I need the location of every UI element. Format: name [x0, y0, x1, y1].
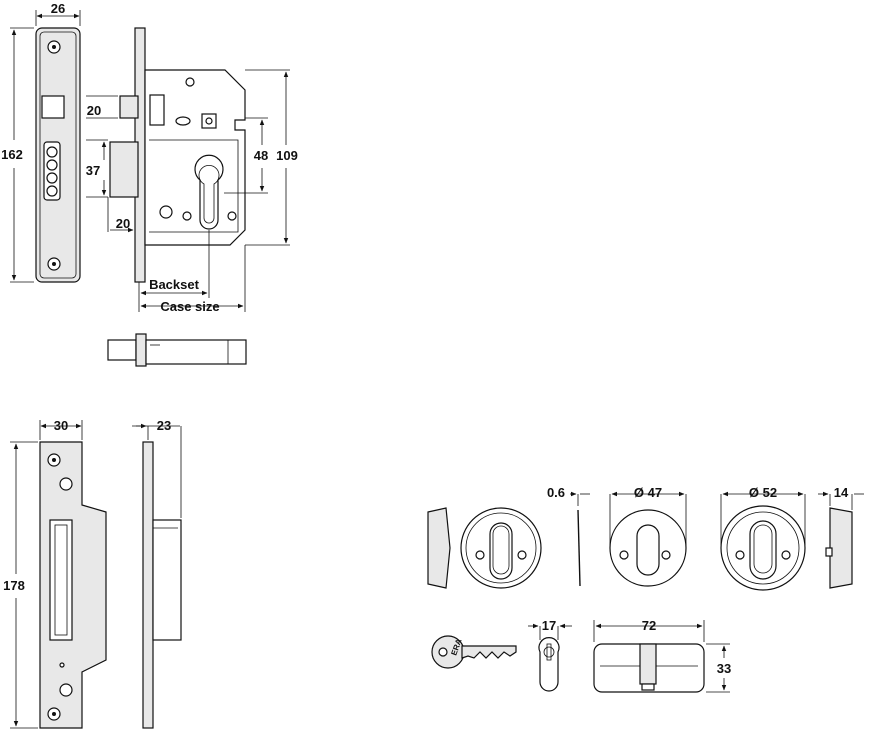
strike-height-label: 178 [3, 578, 25, 593]
lock-case-height-label: 109 [276, 148, 298, 163]
cylinder-end-view [528, 623, 572, 692]
strike-depth-label: 23 [157, 418, 171, 433]
lock-lower-offset-label: 20 [116, 216, 130, 231]
lock-latch-height-label: 37 [86, 163, 100, 178]
escutcheon-side-left [427, 507, 451, 589]
lock-faceplate-width-label: 26 [51, 1, 65, 16]
cylinder-width-label: 17 [542, 618, 556, 633]
escutcheon-depth-label: 14 [834, 485, 849, 500]
cylinder-height-label: 33 [717, 661, 731, 676]
escutcheon-diameter-large-label: Ø 52 [749, 485, 777, 500]
backset-label: Backset [149, 277, 200, 292]
cylinder-side-view [593, 620, 730, 693]
strike-width-label: 30 [54, 418, 68, 433]
lock-bolt-offset-label: 20 [87, 103, 101, 118]
escutcheon-front-1 [460, 507, 542, 589]
escutcheon-diameter-small-label: Ø 47 [634, 485, 662, 500]
strike-plate [10, 420, 107, 729]
case-size-label: Case size [160, 299, 219, 314]
lock-top-view [107, 333, 247, 367]
lock-case [86, 27, 290, 312]
strike-side-view [132, 423, 182, 729]
lock-centres-label: 48 [254, 148, 268, 163]
escutcheon-plate-thin [570, 491, 590, 587]
escutcheon-front-3 [720, 491, 806, 591]
escutcheon-thickness-label: 0.6 [547, 485, 565, 500]
cylinder-length-label: 72 [642, 618, 656, 633]
key [431, 635, 517, 669]
lock-faceplate-height-label: 162 [1, 147, 23, 162]
escutcheon-side-right [818, 491, 864, 589]
lock-faceplate [10, 10, 81, 283]
escutcheon-front-2 [609, 491, 687, 587]
